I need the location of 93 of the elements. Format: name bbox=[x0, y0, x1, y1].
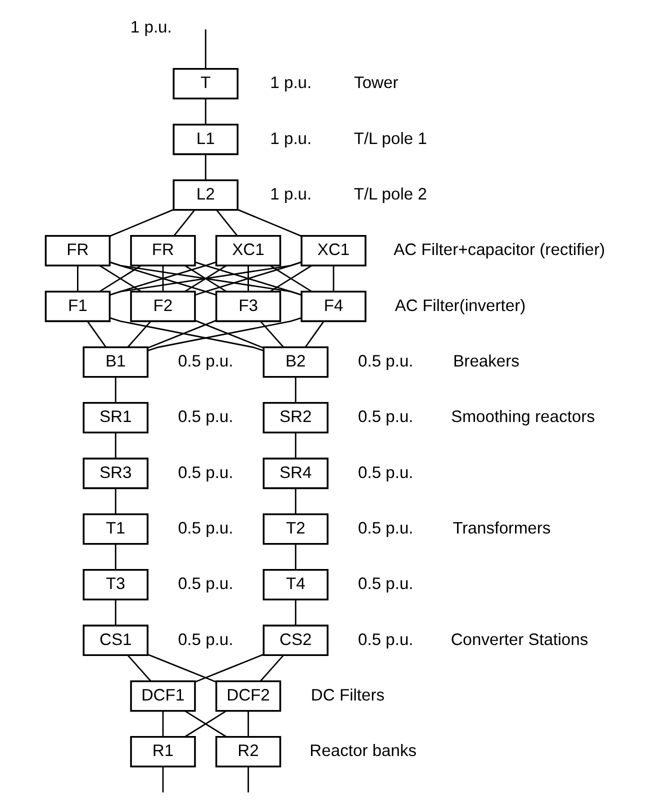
connector bbox=[86, 321, 106, 348]
connector bbox=[114, 600, 116, 626]
connector bbox=[216, 210, 238, 236]
connector bbox=[147, 317, 301, 352]
connector bbox=[114, 432, 116, 458]
connector bbox=[237, 209, 302, 237]
connector bbox=[172, 210, 194, 236]
node-label: 1 p.u. bbox=[270, 128, 312, 148]
node-label: 1 p.u. bbox=[270, 184, 312, 204]
node-label: 0.5 p.u. bbox=[357, 630, 413, 649]
node-label: 0.5 p.u. bbox=[177, 462, 233, 482]
connector bbox=[194, 320, 264, 349]
connector bbox=[162, 266, 164, 292]
node-box: F3 bbox=[214, 290, 281, 322]
node-box: DCF1 bbox=[130, 680, 196, 712]
connector bbox=[76, 266, 78, 292]
node-box: R1 bbox=[130, 736, 196, 768]
connector bbox=[294, 600, 296, 626]
connector bbox=[147, 320, 216, 349]
connector bbox=[114, 488, 116, 514]
label: 1 p.u. bbox=[130, 17, 172, 36]
node-label: 0.5 p.u. bbox=[357, 407, 413, 426]
label: DC Filters bbox=[310, 685, 384, 704]
node-box: F2 bbox=[130, 290, 196, 322]
node-box: B1 bbox=[82, 346, 148, 378]
connector bbox=[294, 432, 296, 458]
node-label: 0.5 p.u. bbox=[177, 407, 233, 426]
node-box: R2 bbox=[214, 736, 281, 768]
connector bbox=[109, 317, 264, 352]
node-label: 0.5 p.u. bbox=[177, 630, 233, 649]
node-label: 0.5 p.u. bbox=[177, 574, 233, 594]
node-box: CS2 bbox=[262, 624, 328, 656]
connector bbox=[109, 262, 301, 296]
connector bbox=[126, 321, 151, 348]
node-box: SR1 bbox=[82, 402, 148, 434]
label: Breakers bbox=[452, 351, 519, 370]
node-box: T1 bbox=[82, 513, 148, 545]
connector bbox=[204, 98, 206, 124]
node-box: CS1 bbox=[82, 624, 148, 656]
connector bbox=[194, 654, 264, 683]
node-box: FR bbox=[44, 235, 110, 266]
label: T/L pole 2 bbox=[353, 184, 426, 204]
node-label: 0.5 p.u. bbox=[177, 518, 233, 538]
node-box: T3 bbox=[82, 569, 148, 600]
connector bbox=[114, 377, 116, 403]
node-box: T bbox=[172, 68, 238, 100]
connector bbox=[294, 488, 296, 514]
node-box: T4 bbox=[262, 569, 328, 600]
node-box: F4 bbox=[300, 290, 366, 322]
connector bbox=[247, 711, 248, 737]
node-box: F1 bbox=[44, 290, 110, 322]
node-box: SR4 bbox=[262, 458, 328, 490]
label: AC Filter+capacitor (rectifier) bbox=[393, 240, 605, 260]
connector bbox=[259, 655, 284, 682]
node-box: XC1 bbox=[300, 235, 366, 266]
connector bbox=[109, 209, 174, 237]
node-box: L2 bbox=[172, 179, 238, 211]
node-box: SR3 bbox=[82, 458, 148, 490]
connector bbox=[162, 711, 164, 737]
node-box: SR2 bbox=[262, 402, 328, 434]
node-box: T2 bbox=[262, 513, 328, 545]
label: Tower bbox=[354, 73, 398, 92]
connector bbox=[294, 377, 296, 403]
connector bbox=[247, 766, 248, 792]
label: AC Filter(inverter) bbox=[394, 296, 526, 315]
node-box: FR bbox=[130, 235, 196, 266]
connector bbox=[114, 544, 116, 570]
connector bbox=[247, 266, 248, 292]
connector bbox=[127, 655, 151, 682]
connector bbox=[294, 544, 296, 570]
node-label: 0.5 p.u. bbox=[357, 518, 413, 538]
node-label: 0.5 p.u. bbox=[357, 574, 413, 594]
label: Reactor banks bbox=[309, 741, 416, 760]
connector bbox=[204, 29, 206, 69]
node-box: XC1 bbox=[214, 235, 281, 266]
node-label: 1 p.u. bbox=[270, 73, 312, 92]
connector bbox=[260, 321, 284, 348]
connector bbox=[194, 262, 301, 296]
node-label: 0.5 p.u. bbox=[357, 462, 413, 482]
node-box: B2 bbox=[262, 346, 328, 378]
label: T/L pole 1 bbox=[353, 128, 426, 148]
connector bbox=[304, 321, 324, 348]
node-label: 0.5 p.u. bbox=[357, 351, 413, 370]
connector bbox=[204, 154, 206, 180]
label: Transformers bbox=[452, 518, 550, 538]
node-box: L1 bbox=[172, 124, 238, 156]
node-label: 0.5 p.u. bbox=[177, 351, 233, 370]
connector bbox=[332, 266, 334, 292]
node-box: DCF2 bbox=[214, 680, 281, 712]
connector bbox=[162, 766, 164, 792]
label: Smoothing reactors bbox=[450, 407, 594, 426]
connector bbox=[146, 654, 216, 683]
label: Converter Stations bbox=[450, 630, 588, 649]
